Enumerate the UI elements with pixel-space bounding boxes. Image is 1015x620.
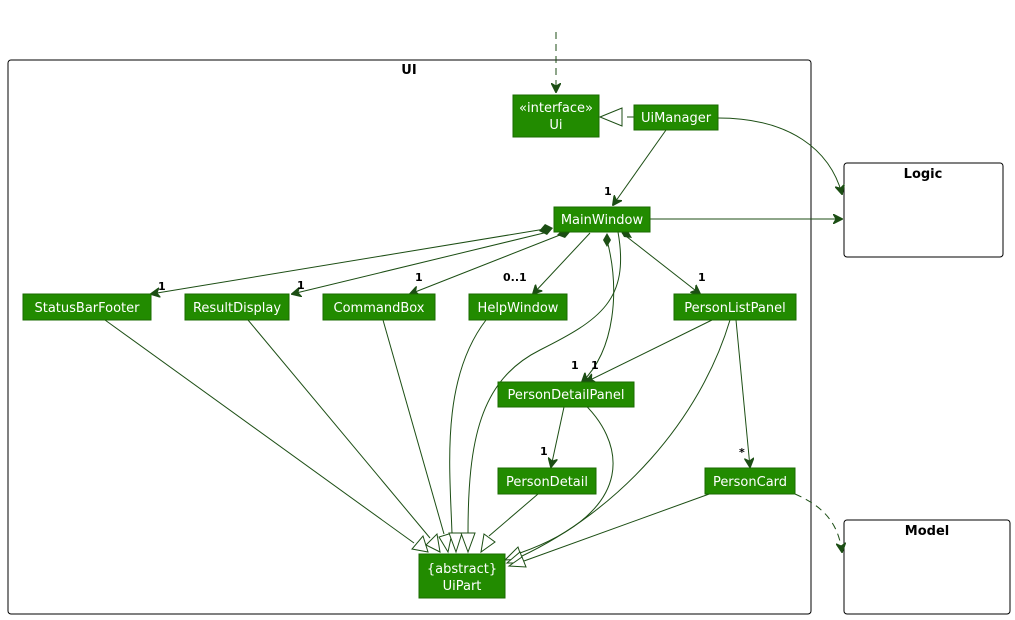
ui-interface-stereotype: «interface» — [519, 101, 593, 116]
svg-text:StatusBarFooter: StatusBarFooter — [34, 301, 140, 316]
composition-edge-persondetailpanel — [582, 239, 615, 382]
model-package: Model — [843, 519, 1011, 615]
node-uipart: {abstract} UiPart — [418, 553, 506, 599]
multiplicity-labels: 1 1 1 1 0..1 1 1 1 1 * — [158, 185, 745, 459]
uipart-stereotype: {abstract} — [427, 562, 497, 577]
ui-package: UI — [7, 59, 812, 615]
node-mainwindow: MainWindow — [553, 206, 651, 233]
generalization-edge-mainwindow — [467, 231, 622, 535]
generalization-edge-helpwindow — [449, 319, 487, 535]
mult-mw-statusbar: 1 — [158, 280, 166, 293]
composition-diamond-persondetailpanel — [603, 233, 611, 247]
node-personlistpanel: PersonListPanel — [673, 293, 797, 321]
composition-edge-commandbox — [410, 232, 566, 294]
ui-package-title: UI — [401, 63, 416, 78]
mult-mw-personlist: 1 — [698, 271, 706, 284]
composition-edge-personlistpanel — [621, 232, 700, 294]
node-ui-interface: «interface» Ui — [512, 94, 600, 138]
generalization-arrowhead-commandbox — [438, 532, 453, 554]
generalization-edge-commandbox — [382, 319, 445, 535]
mult-list-card: * — [739, 446, 745, 459]
svg-text:PersonDetail: PersonDetail — [506, 475, 588, 490]
generalization-arrowhead-mainwindow — [460, 532, 476, 554]
svg-text:UiManager: UiManager — [641, 111, 712, 126]
node-personcard: PersonCard — [704, 467, 796, 495]
svg-text:PersonDetailPanel: PersonDetailPanel — [507, 388, 624, 403]
svg-text:ResultDisplay: ResultDisplay — [193, 301, 281, 316]
node-resultdisplay: ResultDisplay — [184, 293, 290, 321]
composition-diamond-statusbar — [539, 224, 553, 235]
uipart-name: UiPart — [443, 579, 482, 594]
logic-package: Logic — [843, 162, 1004, 258]
logic-package-title: Logic — [904, 167, 943, 182]
node-persondetailpanel: PersonDetailPanel — [497, 381, 635, 408]
svg-text:PersonCard: PersonCard — [713, 475, 787, 490]
mult-mw-help: 0..1 — [503, 271, 527, 284]
edge-uimanager-mainwindow — [613, 129, 667, 205]
generalization-arrowhead-resultdisplay — [425, 532, 441, 553]
mult-detailpanel-detail: 1 — [540, 445, 548, 458]
generalization-arrowhead-persondetail — [480, 533, 496, 554]
mult-mw-command: 1 — [415, 271, 423, 284]
realization-arrowhead — [598, 107, 623, 127]
generalization-edge-resultdisplay — [247, 319, 431, 539]
mult-mw-result: 1 — [297, 279, 305, 292]
node-helpwindow: HelpWindow — [468, 293, 568, 321]
edge-personlist-personcard — [735, 319, 750, 467]
edge-uimanager-logic — [717, 117, 842, 194]
svg-text:HelpWindow: HelpWindow — [478, 301, 559, 316]
edge-detailpanel-persondetail — [551, 406, 565, 467]
edge-personlist-detailpanel — [586, 319, 713, 382]
generalization-edge-personlistpanel — [519, 319, 731, 558]
svg-text:PersonListPanel: PersonListPanel — [684, 301, 785, 316]
ui-interface-name: Ui — [549, 118, 562, 133]
node-uimanager: UiManager — [633, 104, 719, 131]
generalization-edge-persondetail — [488, 493, 539, 537]
model-package-title: Model — [905, 524, 949, 539]
generalization-edge-personcard — [523, 492, 713, 562]
svg-text:MainWindow: MainWindow — [561, 213, 644, 228]
svg-text:CommandBox: CommandBox — [334, 301, 425, 316]
composition-edge-statusbar — [151, 228, 546, 294]
mult-uimanager-mainwindow: 1 — [604, 185, 612, 198]
composition-edge-helpwindow — [533, 232, 591, 294]
dependency-edge-personcard-model — [794, 493, 842, 552]
mult-list-detailpanel: 1 — [571, 359, 579, 372]
generalization-arrowhead-helpwindow — [448, 532, 463, 554]
node-statusbarfooter: StatusBarFooter — [22, 293, 152, 321]
generalization-arrowhead-personcard — [507, 556, 527, 568]
generalization-edge-statusbar — [104, 319, 415, 544]
edges — [104, 32, 842, 568]
generalization-arrowhead-statusbar — [411, 534, 429, 553]
node-persondetail: PersonDetail — [497, 467, 597, 495]
composition-edge-resultdisplay — [292, 231, 549, 294]
mult-mw-detailpanel: 1 — [591, 359, 599, 372]
node-commandbox: CommandBox — [322, 293, 436, 321]
